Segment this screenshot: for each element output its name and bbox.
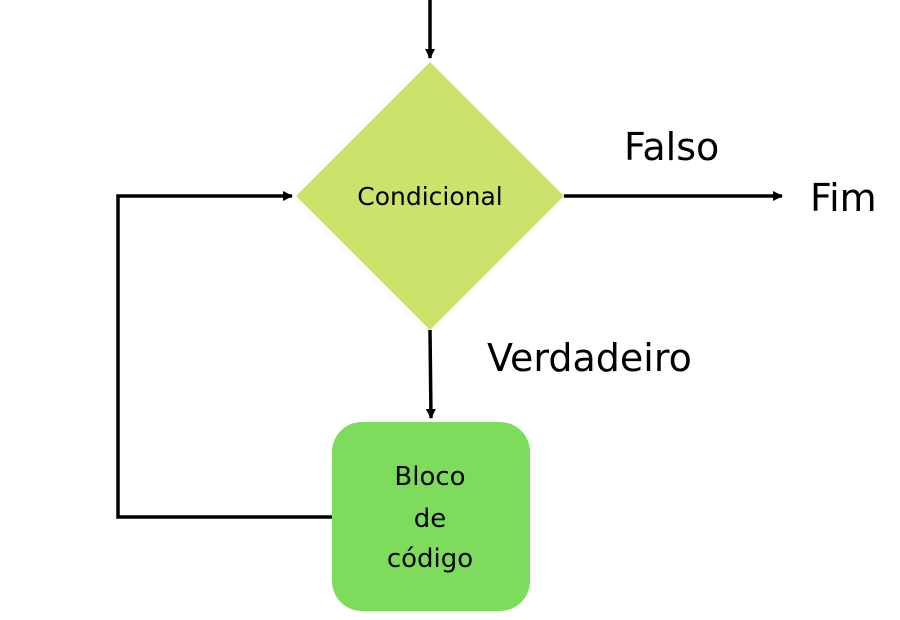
process-label-line-1: Bloco [394, 462, 465, 492]
false-branch-label: Falso [624, 125, 719, 169]
end-label: Fim [810, 176, 877, 220]
process-label-line-3: código [387, 544, 473, 574]
decision-label: Condicional [357, 182, 503, 211]
true-branch-arrow [425, 329, 436, 419]
decision-diamond [296, 62, 564, 330]
process-label-line-2: de [414, 504, 447, 534]
true-branch-label: Verdadeiro [487, 336, 692, 380]
process-block [332, 422, 530, 611]
loop-back-arrow [116, 191, 332, 519]
